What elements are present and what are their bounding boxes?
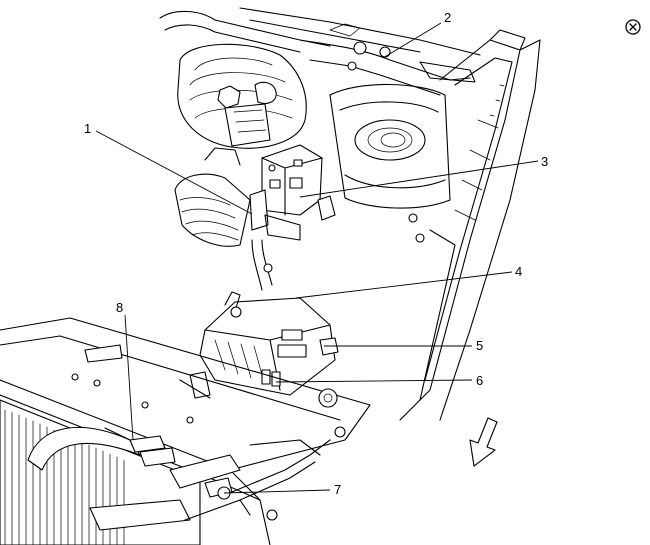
radiator-support xyxy=(0,317,371,545)
fender-panel xyxy=(399,29,541,421)
lower-sensor-parts xyxy=(104,427,331,521)
callout-8: 8 xyxy=(116,300,123,315)
callout-5: 5 xyxy=(476,338,483,353)
front-direction-arrow-icon xyxy=(469,417,498,467)
callout-7: 7 xyxy=(334,482,341,497)
wiper-linkage xyxy=(159,7,481,96)
leader-2 xyxy=(382,22,442,59)
callout-3: 3 xyxy=(541,154,548,169)
radiator-grille xyxy=(0,399,251,545)
callout-labels: 1 2 3 4 5 6 7 8 xyxy=(84,10,548,497)
abs-module xyxy=(249,144,336,291)
callout-leaders xyxy=(95,22,539,494)
callout-2: 2 xyxy=(444,10,451,25)
close-circle-icon[interactable] xyxy=(624,18,642,36)
strut-tower xyxy=(329,83,451,243)
leader-3 xyxy=(299,160,539,198)
leader-1 xyxy=(95,130,253,215)
leader-6 xyxy=(275,379,473,383)
battery-box xyxy=(189,291,339,399)
callout-6: 6 xyxy=(476,373,483,388)
callout-4: 4 xyxy=(515,264,522,279)
leader-7 xyxy=(223,489,331,494)
intake-duct xyxy=(174,147,251,247)
brake-booster xyxy=(177,43,307,149)
leader-4 xyxy=(295,271,513,299)
callout-1: 1 xyxy=(84,121,91,136)
leader-8 xyxy=(124,314,134,441)
